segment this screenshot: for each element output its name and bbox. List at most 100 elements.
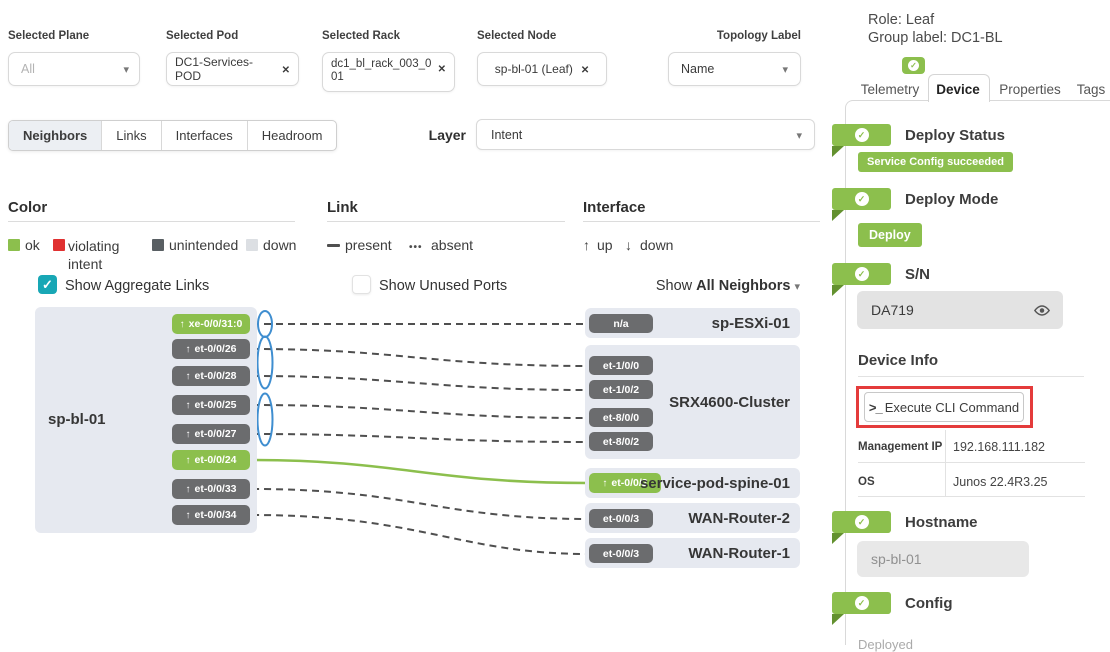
node-wan-router-2-label: WAN-Router-2	[688, 510, 790, 527]
remove-pod-filter-icon[interactable]	[282, 62, 290, 76]
device-status-badge	[902, 57, 925, 74]
interface-pill[interactable]: et-8/0/2	[589, 432, 653, 451]
link-ok-line	[251, 458, 589, 485]
topology-label-label: Topology Label	[716, 30, 801, 42]
remove-rack-filter-icon[interactable]	[438, 61, 446, 75]
sn-value: DA719	[871, 302, 914, 318]
selected-plane-label: Selected Plane	[8, 30, 90, 42]
check-icon	[908, 60, 919, 71]
selected-rack-chip[interactable]: dc1_bl_rack_003_001	[322, 52, 455, 92]
hostname-ribbon	[832, 511, 891, 533]
port-pill[interactable]: et-0/0/26	[172, 339, 250, 359]
legend-absent-icon	[409, 237, 423, 255]
show-aggregate-links-label: Show Aggregate Links	[65, 278, 210, 294]
check-icon	[854, 515, 869, 529]
port-pill[interactable]: xe-0/0/31:0	[172, 314, 250, 334]
interface-pill[interactable]: et-8/0/0	[589, 408, 653, 427]
view-tab-group: Neighbors Links Interfaces Headroom	[8, 120, 338, 151]
tab-headroom[interactable]: Headroom	[246, 121, 337, 150]
tab-interfaces[interactable]: Interfaces	[160, 121, 247, 150]
selected-pod-value: DC1-Services-POD	[175, 55, 254, 83]
interface-label: n/a	[613, 317, 629, 330]
legend-up-label: up	[597, 237, 613, 253]
selected-pod-chip[interactable]: DC1-Services-POD	[166, 52, 299, 86]
legend-violating-label: violating intent	[68, 238, 120, 272]
interface-pill[interactable]: et-0/0/3	[589, 544, 653, 563]
port-pill[interactable]: et-0/0/25	[172, 395, 250, 415]
tab-telemetry[interactable]: Telemetry	[860, 82, 920, 97]
node-srx4600-cluster-label: SRX4600-Cluster	[669, 394, 790, 411]
port-pill[interactable]: et-0/0/28	[172, 366, 250, 386]
management-ip-label: Management IP	[858, 441, 943, 453]
deploy-status-ribbon	[832, 124, 891, 146]
tab-neighbors[interactable]: Neighbors	[9, 121, 102, 150]
layer-select[interactable]: Intent	[476, 119, 815, 150]
execute-cli-command-label: Execute CLI Command	[884, 399, 1020, 415]
deploy-mode-ribbon	[832, 188, 891, 210]
execute-cli-command-button[interactable]: Execute CLI Command	[864, 392, 1024, 422]
chevron-down-icon	[123, 62, 129, 76]
interface-label: et-0/0/2	[611, 477, 648, 489]
selected-node-label: Selected Node	[477, 30, 557, 42]
deploy-mode-badge[interactable]: Deploy	[858, 223, 922, 247]
show-aggregate-links-checkbox[interactable]	[38, 275, 57, 294]
layer-label: Layer	[428, 127, 466, 143]
tab-tags[interactable]: Tags	[1076, 82, 1106, 97]
port-label: et-0/0/28	[194, 370, 237, 382]
legend-ok-swatch	[8, 239, 20, 251]
selected-node-chip[interactable]: sp-bl-01 (Leaf)	[477, 52, 607, 86]
port-pill[interactable]: et-0/0/27	[172, 424, 250, 444]
show-neighbors-prefix: Show	[655, 278, 693, 294]
config-title: Config	[905, 595, 953, 612]
deploy-mode-title: Deploy Mode	[905, 191, 999, 208]
terminal-prompt-icon	[869, 400, 882, 415]
up-arrow-icon	[185, 399, 190, 411]
selected-plane-select[interactable]: All	[8, 52, 140, 86]
interface-label: et-0/0/3	[602, 547, 640, 560]
node-sp-esxi-01-label: sp-ESXi-01	[711, 315, 790, 332]
show-unused-ports-label: Show Unused Ports	[379, 278, 508, 294]
up-arrow-icon	[185, 483, 190, 495]
interface-pill[interactable]: et-1/0/0	[589, 356, 653, 375]
ribbon-fold	[832, 614, 844, 625]
hostname-field[interactable]: sp-bl-01	[857, 541, 1029, 577]
show-neighbors-dropdown[interactable]: Show All Neighbors	[620, 278, 800, 294]
interface-pill[interactable]: n/a	[589, 314, 653, 333]
show-unused-ports-checkbox[interactable]	[352, 275, 371, 294]
sn-field: DA719	[857, 291, 1063, 329]
legend-unintended-swatch	[152, 239, 164, 251]
ribbon-fold	[832, 285, 844, 296]
divider	[858, 496, 1085, 497]
eye-icon[interactable]	[1033, 304, 1051, 317]
down-arrow-icon	[625, 237, 632, 253]
remove-node-filter-icon[interactable]	[581, 62, 589, 76]
topology-label-value: Name	[681, 62, 715, 76]
interface-pill[interactable]: et-0/0/2	[589, 473, 661, 493]
divider	[8, 221, 295, 222]
tab-device[interactable]: Device	[936, 82, 980, 97]
up-arrow-icon	[185, 370, 190, 382]
interface-pill[interactable]: et-0/0/3	[589, 509, 653, 528]
legend-present-label: present	[345, 237, 392, 253]
divider	[858, 376, 1084, 377]
selected-rack-label: Selected Rack	[322, 30, 400, 42]
ribbon-fold	[832, 210, 844, 221]
os-label: OS	[858, 476, 875, 488]
selected-node-value: sp-bl-01 (Leaf)	[494, 62, 573, 76]
interface-pill[interactable]: et-1/0/2	[589, 380, 653, 399]
tab-device-box[interactable]	[928, 74, 990, 102]
tab-properties[interactable]: Properties	[999, 82, 1061, 97]
node-sp-bl-01-label: sp-bl-01	[48, 411, 106, 428]
config-ribbon	[832, 592, 891, 614]
aggregate-link-ring	[256, 392, 274, 447]
topology-label-select[interactable]: Name	[668, 52, 801, 86]
tab-links[interactable]: Links	[101, 121, 160, 150]
port-pill[interactable]: et-0/0/24	[172, 450, 250, 470]
device-info-title: Device Info	[858, 352, 939, 369]
port-pill[interactable]: et-0/0/34	[172, 505, 250, 525]
port-pill[interactable]: et-0/0/33	[172, 479, 250, 499]
divider	[327, 221, 565, 222]
interface-label: et-8/0/2	[602, 435, 640, 448]
check-icon	[854, 128, 869, 142]
interface-label: et-8/0/0	[602, 411, 640, 424]
